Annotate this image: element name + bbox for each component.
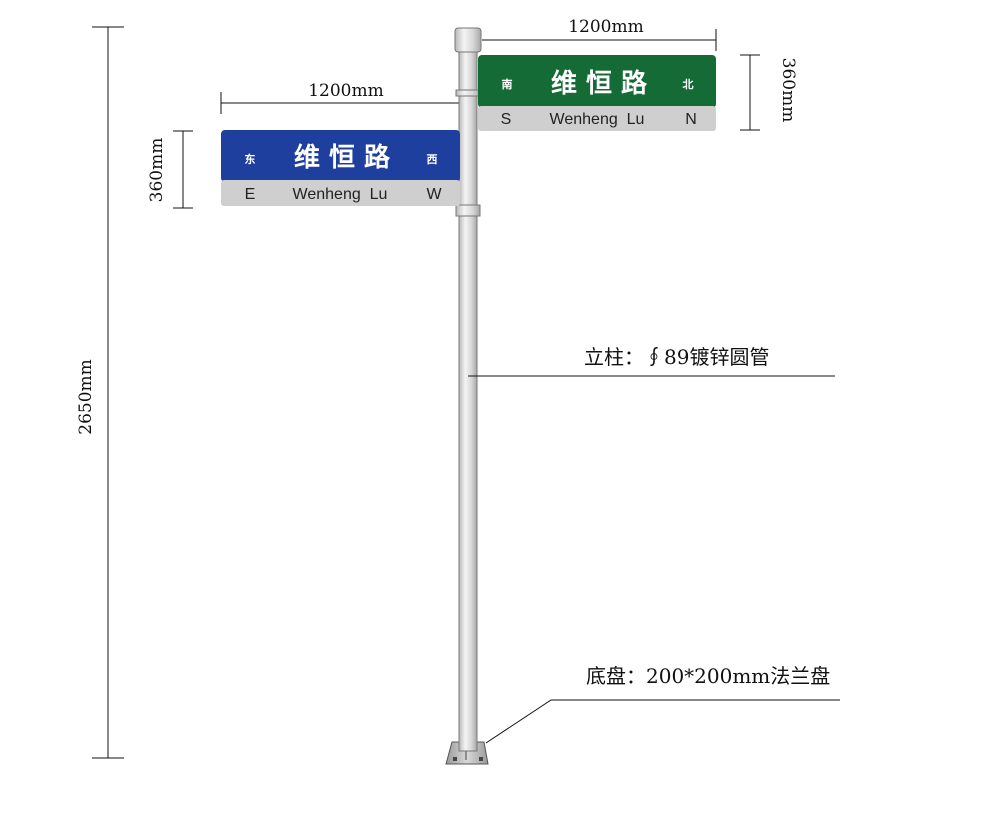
pole — [454, 27, 482, 752]
sign-south-north-bottom-panel — [478, 106, 716, 131]
base-callout-label: 底盘：200*200mm法兰盘 — [586, 664, 830, 688]
sign-east-west-right-en: W — [426, 186, 442, 203]
sign-east-west: 东 维 恒 路 西 E Wenheng Lu W — [221, 130, 460, 206]
sign-east-west-left-en: E — [245, 186, 256, 203]
left-sign-width-dimension: 1200mm — [220, 81, 459, 114]
total-height-dimension: 2650mm — [76, 26, 124, 759]
left-sign-height-label: 360mm — [147, 138, 167, 203]
sign-east-west-road-name-cn: 维 恒 路 — [294, 142, 391, 173]
sign-south-north-right-direction: 北 — [683, 77, 694, 91]
right-sign-height-dimension: 360mm — [740, 54, 798, 131]
left-sign-height-dimension: 360mm — [147, 130, 193, 209]
sign-south-north: 南 维 恒 路 北 S Wenheng Lu N — [478, 55, 716, 131]
base-callout: 底盘：200*200mm法兰盘 — [485, 664, 840, 744]
left-sign-width-label: 1200mm — [308, 81, 384, 101]
sign-south-north-road-name-cn: 维 恒 路 — [551, 68, 648, 99]
sign-east-west-right-direction: 西 — [427, 153, 438, 166]
sign-east-west-road-name-en: Wenheng Lu — [293, 186, 388, 203]
right-sign-height-label: 360mm — [778, 58, 798, 123]
right-sign-width-label: 1200mm — [568, 17, 644, 37]
sign-south-north-left-direction: 南 — [502, 77, 513, 91]
sign-east-west-top-panel — [221, 130, 460, 182]
sign-south-north-left-en: S — [501, 111, 512, 128]
right-sign-width-dimension: 1200mm — [482, 17, 717, 51]
pole-callout-label: 立柱：∮89镀锌圆管 — [584, 345, 769, 369]
total-height-label: 2650mm — [76, 359, 96, 435]
sign-south-north-road-name-en: Wenheng Lu — [550, 111, 645, 128]
sign-south-north-top-panel — [478, 55, 716, 108]
pole-callout: 立柱：∮89镀锌圆管 — [468, 345, 835, 377]
sign-east-west-left-direction: 东 — [245, 152, 256, 166]
sign-south-north-right-en: N — [685, 111, 697, 128]
sign-east-west-bottom-panel — [221, 180, 460, 206]
